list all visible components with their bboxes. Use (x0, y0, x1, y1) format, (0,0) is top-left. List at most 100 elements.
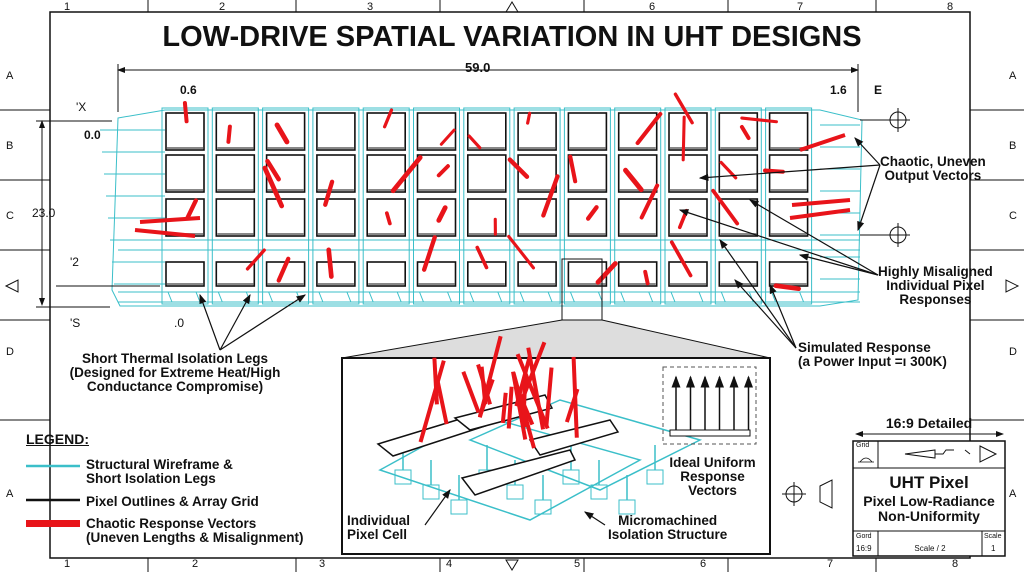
inset-label-line: Ideal Uniform (669, 455, 756, 470)
inset-response-vector (461, 371, 481, 414)
callout-leader (854, 137, 881, 166)
col-label-top: 1 (64, 1, 71, 13)
response-vector (436, 164, 450, 178)
legend-label: Structural Wireframe & (86, 457, 233, 472)
col-label-bottom: 7 (827, 558, 834, 570)
pixel-outline (366, 112, 407, 151)
response-vector (226, 124, 232, 144)
response-vector (773, 283, 801, 292)
pixel-outline (567, 112, 608, 151)
subtitle-line: Non-Uniformity (878, 507, 980, 524)
inset-response-vector (432, 357, 439, 405)
response-vector (541, 174, 560, 218)
ideal-vectors-box (662, 366, 757, 445)
callout-misaligned: Highly Misaligned Individual Pixel Respo… (878, 264, 993, 308)
pixel-outline (165, 261, 205, 287)
pixel-outline (265, 112, 306, 151)
inset-response-vector (506, 386, 514, 429)
isolation-leg (720, 291, 760, 303)
callout-line: Responses (899, 292, 972, 308)
response-vector (262, 165, 285, 209)
col-label-bottom: 6 (700, 558, 707, 570)
isolation-leg (569, 291, 609, 303)
pixel-outline (768, 154, 809, 193)
col-label-bottom: 2 (192, 558, 199, 570)
legend-item-wireframe: Structural Wireframe & Short Isolation L… (86, 457, 233, 487)
inset-label-ideal: Ideal Uniform Response Vectors (660, 455, 765, 499)
response-vector (739, 124, 751, 141)
pixel-outline (668, 261, 708, 287)
response-vector (276, 256, 291, 283)
response-vector (382, 108, 394, 129)
wireframe-column (463, 107, 511, 305)
callout-leader (219, 294, 307, 351)
response-vector (740, 116, 778, 124)
pixel-outline (466, 198, 507, 237)
response-vector (673, 92, 694, 125)
response-vector (623, 167, 644, 193)
callout-line: (Designed for Extreme Heat/High (69, 365, 281, 381)
projection-symbol-icon (904, 445, 998, 463)
row-label-left: B (6, 140, 14, 152)
callout-line: Conductance Compromise) (86, 379, 264, 395)
inset-label-line: Pixel Cell (347, 527, 408, 543)
callout-leader (734, 279, 797, 349)
pixel-outline (466, 154, 507, 193)
dim-overall-width: 59.0 (465, 60, 491, 75)
response-vector (439, 128, 456, 146)
col-label-top: 8 (947, 1, 954, 13)
response-vector (585, 205, 599, 221)
response-vector (134, 228, 196, 238)
response-vector (789, 208, 851, 220)
dim-bottom-gap: .0 (174, 316, 185, 330)
wireframe-column (664, 107, 712, 305)
inset-response-vector (515, 353, 550, 430)
col-label-top: 3 (367, 1, 374, 13)
title-block-format: 16:9 Detailed (885, 415, 973, 431)
response-vector (681, 115, 686, 162)
title-block-scale-text: Scale / 2 (914, 544, 946, 553)
callout-line: Individual Pixel (886, 278, 985, 294)
callout-line: Short Thermal Isolation Legs (81, 351, 269, 366)
legend-heading: LEGEND: (26, 431, 89, 447)
wireframe-column (614, 107, 662, 305)
row-label-left: C (6, 210, 14, 222)
wireframe-column (362, 107, 410, 305)
inset-label-line: Micromachined (618, 513, 718, 528)
wireframe-column (563, 107, 611, 305)
callout-leader (748, 199, 879, 276)
col-label-bottom: 8 (952, 558, 959, 570)
col-label-top: 6 (649, 1, 656, 13)
response-vector (643, 269, 650, 286)
isolation-leg (519, 291, 559, 303)
legend-label: Short Isolation Legs (86, 471, 216, 487)
projection-symbol-icon (819, 479, 833, 509)
inset-response-vector (500, 392, 508, 424)
dim-right-gap: 1.6 (830, 83, 847, 97)
pixel-outline (316, 112, 356, 151)
legend-item-pixel-outlines: Pixel Outlines & Array Grid (86, 494, 259, 509)
response-vector (507, 157, 530, 179)
row-label-right: D (1009, 346, 1017, 358)
pixel-outline (668, 198, 708, 237)
legend-label: (Uneven Lengths & Misalignment) (86, 530, 304, 546)
response-vector (182, 101, 189, 124)
callout-leader (424, 489, 451, 526)
pixel-outline (466, 112, 507, 151)
wireframe-outline (111, 109, 863, 307)
dim-row-2: '2 (70, 255, 79, 269)
isolation-leg (771, 291, 810, 303)
response-vector (791, 198, 851, 207)
callout-line: Chaotic, Uneven (880, 154, 986, 169)
response-vector (139, 216, 201, 224)
row-label-left: D (6, 346, 14, 358)
response-vector (245, 248, 266, 271)
subtitle-line: Pixel Low-Radiance (863, 493, 995, 509)
pixel-outline (265, 198, 306, 237)
pixel-outline (416, 198, 457, 237)
wireframe-column (312, 107, 360, 305)
dim-s-label: 'S (70, 316, 81, 330)
row-label-left: A (6, 488, 14, 500)
